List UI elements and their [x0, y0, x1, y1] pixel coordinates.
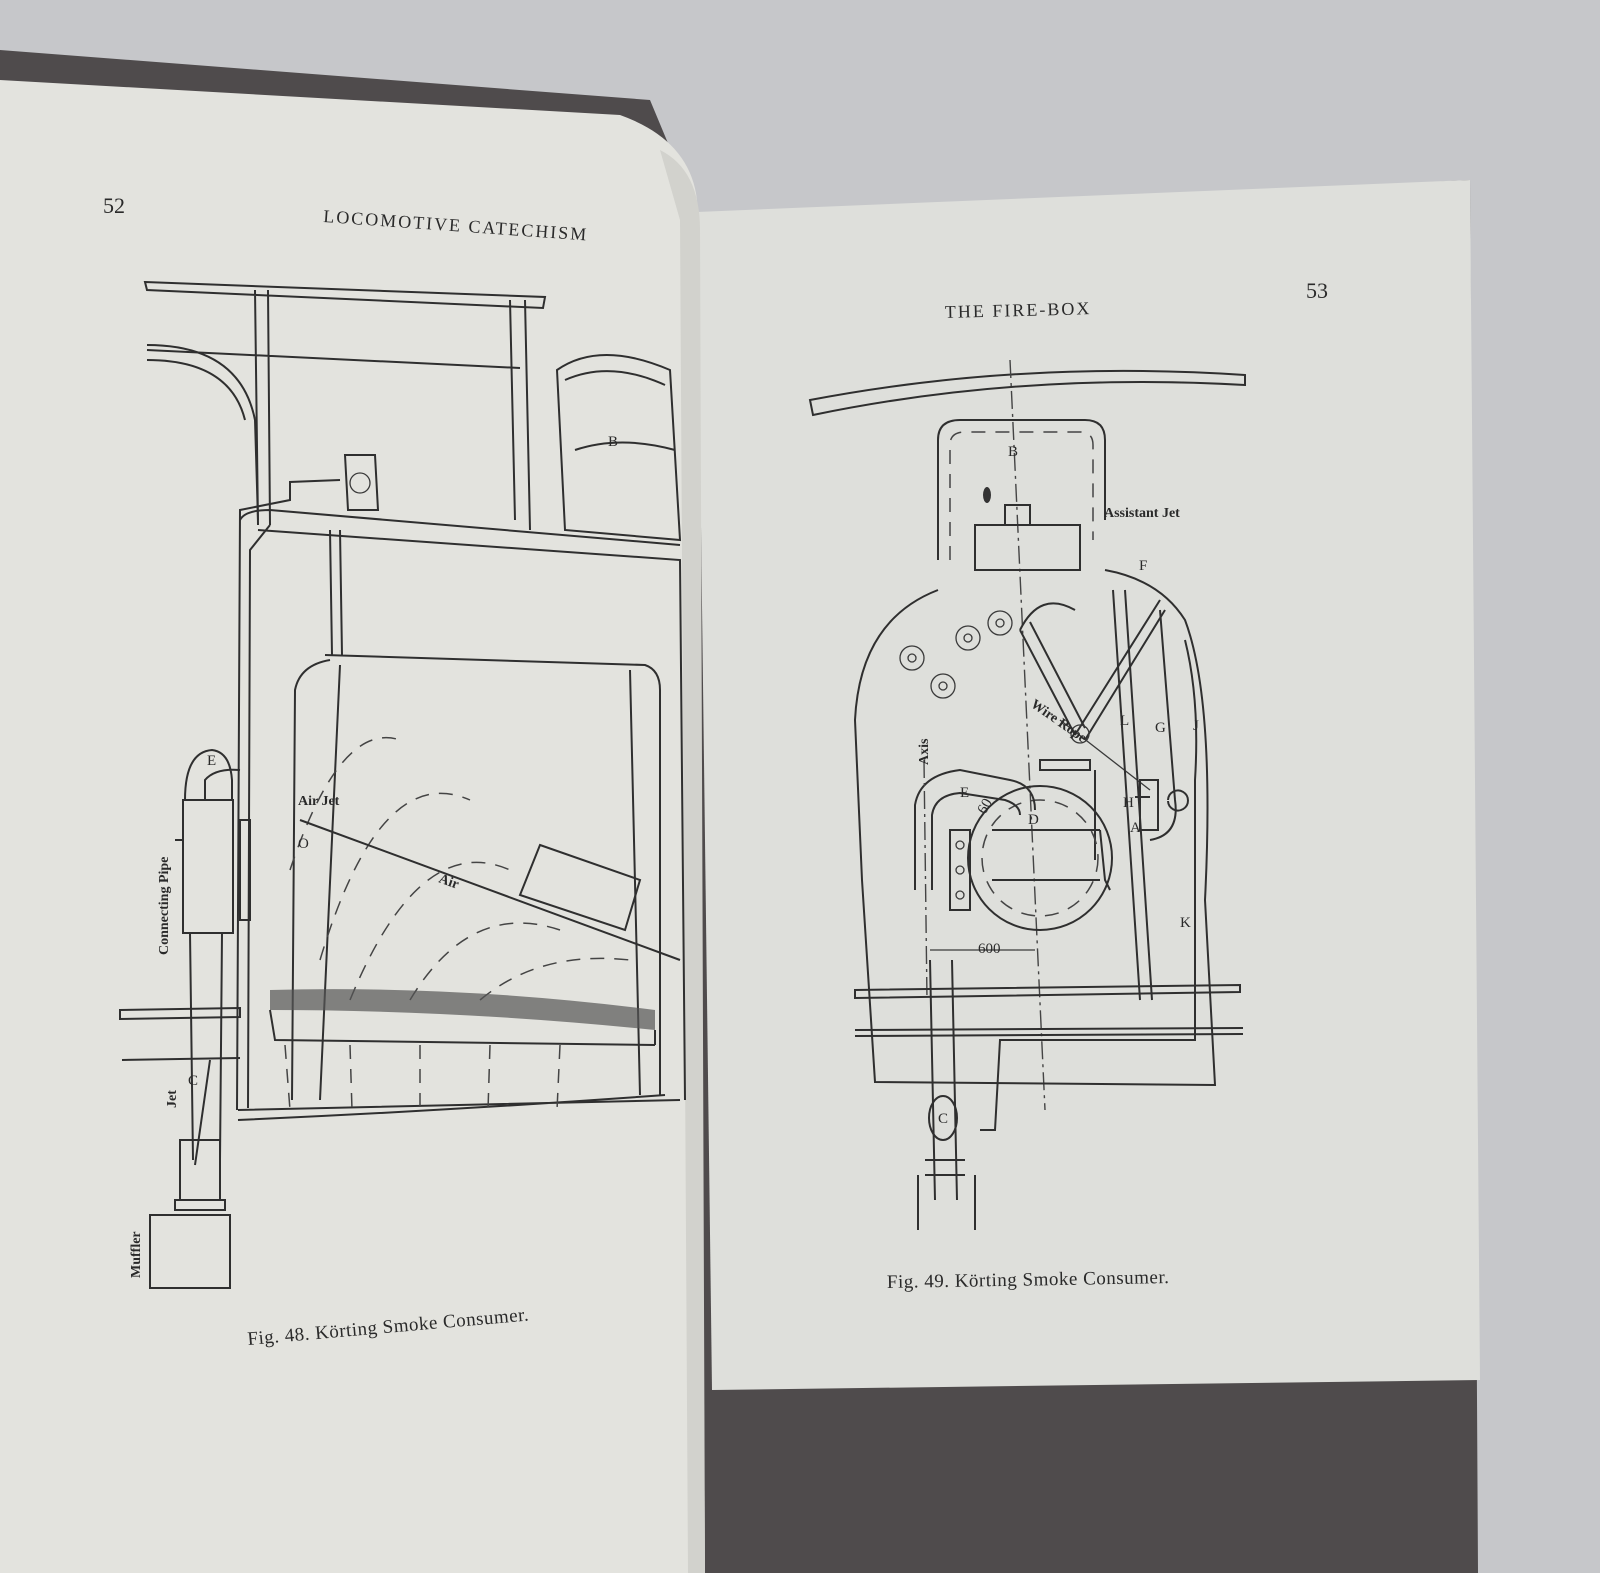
label-C: C	[938, 1111, 948, 1127]
wire-rope	[1059, 719, 1151, 791]
label-assistant-jet: Assistant Jet	[1104, 506, 1180, 521]
air-jet-line	[299, 819, 681, 961]
figure-caption: Fig. 49. Körting Smoke Consumer.	[887, 1267, 1170, 1293]
muffler	[149, 1214, 231, 1289]
page-number: 52	[103, 193, 125, 218]
firebox-door-frame	[937, 419, 1106, 560]
label-L: L	[1120, 713, 1129, 729]
left-page: 52 LOCOMOTIVE CATECHISM	[0, 80, 705, 1573]
arch-plate	[808, 369, 1246, 417]
label-K: K	[1180, 915, 1191, 931]
tank-B	[555, 354, 682, 542]
label-muffler: Muffler	[129, 1231, 144, 1278]
label-F: F	[1139, 558, 1147, 574]
page-number: 53	[1306, 278, 1328, 303]
label-G: G	[1155, 720, 1166, 736]
deflector	[518, 843, 642, 932]
label-60: 60	[975, 796, 996, 817]
label-connecting-pipe: Connecting Pipe	[157, 857, 172, 955]
label-J: J	[1193, 718, 1199, 734]
label-axis: Axis	[917, 738, 932, 765]
label-600: 600	[978, 941, 1001, 957]
label-E: E	[960, 785, 969, 801]
label-air-jet: Air Jet	[298, 794, 340, 809]
figure-48-diagram	[119, 280, 686, 1289]
label-B: B	[608, 434, 618, 450]
right-page: 53 THE FIRE-BOX	[697, 180, 1480, 1390]
label-air: Air	[437, 872, 461, 893]
pipe-E	[914, 768, 1036, 890]
label-H: H	[1123, 795, 1134, 811]
label-O: O	[298, 836, 309, 852]
label-jet: Jet	[165, 1090, 180, 1108]
figure-49-diagram	[808, 359, 1246, 1230]
label-D: D	[1028, 812, 1039, 828]
fuel-bed	[270, 989, 655, 1030]
label-C: C	[188, 1073, 198, 1089]
center-line	[1009, 359, 1046, 1111]
smoke-box-door	[967, 785, 1113, 931]
label-E: E	[207, 753, 216, 769]
label-B: B	[1008, 444, 1018, 460]
running-head: THE FIRE-BOX	[945, 298, 1092, 322]
label-A: A	[1130, 820, 1141, 836]
